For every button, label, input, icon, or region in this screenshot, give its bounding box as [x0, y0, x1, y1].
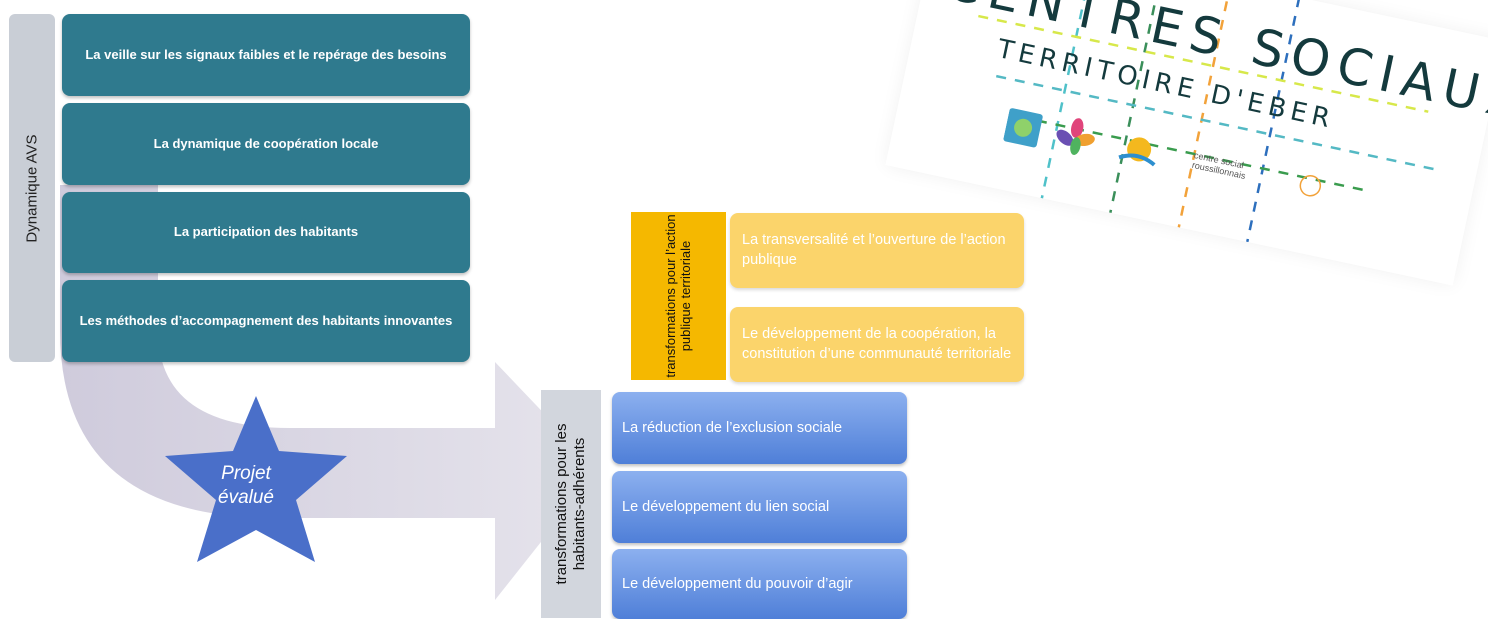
members-item-label: La réduction de l’exclusion sociale [622, 420, 843, 436]
members-item-lien-social: Le développement du lien social [612, 471, 907, 543]
members-item-exclusion: La réduction de l’exclusion sociale [612, 392, 907, 464]
public-action-item-label: Le développement de la coopération, la c… [742, 325, 1012, 362]
avs-item-label: Les méthodes d’accompagnement des habita… [79, 312, 453, 328]
public-action-item-cooperation: Le développement de la coopération, la c… [730, 307, 1024, 382]
project-label: Projet évalué [218, 463, 274, 508]
avs-item-label: La veille sur les signaux faibles et le … [85, 46, 447, 62]
public-action-item-label: La transversalité et l’ouverture de l’ac… [742, 231, 1006, 268]
members-item-label: Le développement du pouvoir d’agir [622, 576, 853, 592]
avs-item-label: La dynamique de coopération locale [153, 135, 379, 151]
avs-item-participation: La participation des habitants [62, 192, 470, 273]
partner-logos [1003, 108, 1322, 197]
avs-item-methodes: Les méthodes d’accompagnement des habita… [62, 280, 470, 362]
members-header: transformations pour les habitants-adhér… [541, 390, 601, 618]
dynamique-avs-label: Dynamique AVS [9, 14, 55, 362]
avs-item-cooperation: La dynamique de coopération locale [62, 103, 470, 185]
dynamique-avs-text: Dynamique AVS [23, 133, 41, 243]
project-star [165, 396, 347, 562]
public-action-header: transformations pour l’action publique t… [631, 212, 726, 380]
centres-sociaux-logo: CENTRES SOCIAUX TERRITOIRE D'EBER centre… [885, 0, 1488, 286]
members-header-text: transformations pour les habitants-adhér… [553, 423, 588, 585]
members-item-label: Le développement du lien social [622, 499, 830, 515]
public-action-item-transversalite: La transversalité et l’ouverture de l’ac… [730, 213, 1024, 288]
members-item-pouvoir-agir: Le développement du pouvoir d’agir [612, 549, 907, 619]
avs-item-veille: La veille sur les signaux faibles et le … [62, 14, 470, 96]
public-action-header-text: transformations pour l’action publique t… [662, 214, 693, 378]
avs-item-label: La participation des habitants [173, 224, 359, 240]
